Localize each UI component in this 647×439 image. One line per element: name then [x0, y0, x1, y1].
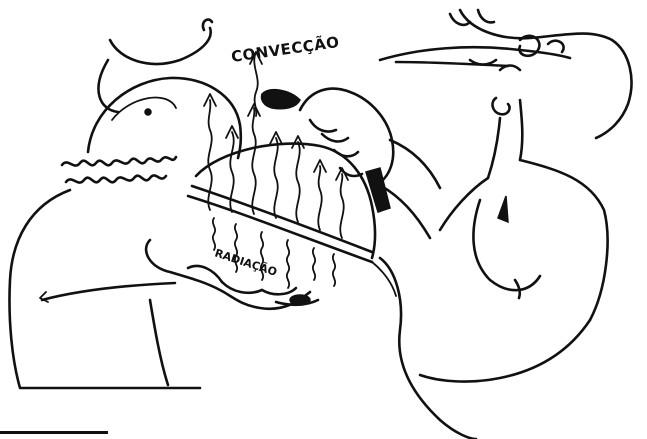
seated-head	[88, 78, 241, 158]
seated-hair-curls	[62, 157, 176, 183]
standing-person	[380, 10, 631, 382]
standing-body	[520, 160, 608, 320]
heat-device	[188, 144, 476, 439]
label-convection: CONVECÇÃO	[230, 32, 341, 66]
standing-head	[460, 10, 631, 138]
device-cable	[380, 258, 476, 439]
label-radiation: RADIAÇÃO	[213, 246, 279, 278]
device-dome	[196, 144, 375, 258]
seated-person	[9, 78, 240, 388]
seated-arm	[42, 283, 175, 300]
bottom-rule	[0, 431, 108, 434]
